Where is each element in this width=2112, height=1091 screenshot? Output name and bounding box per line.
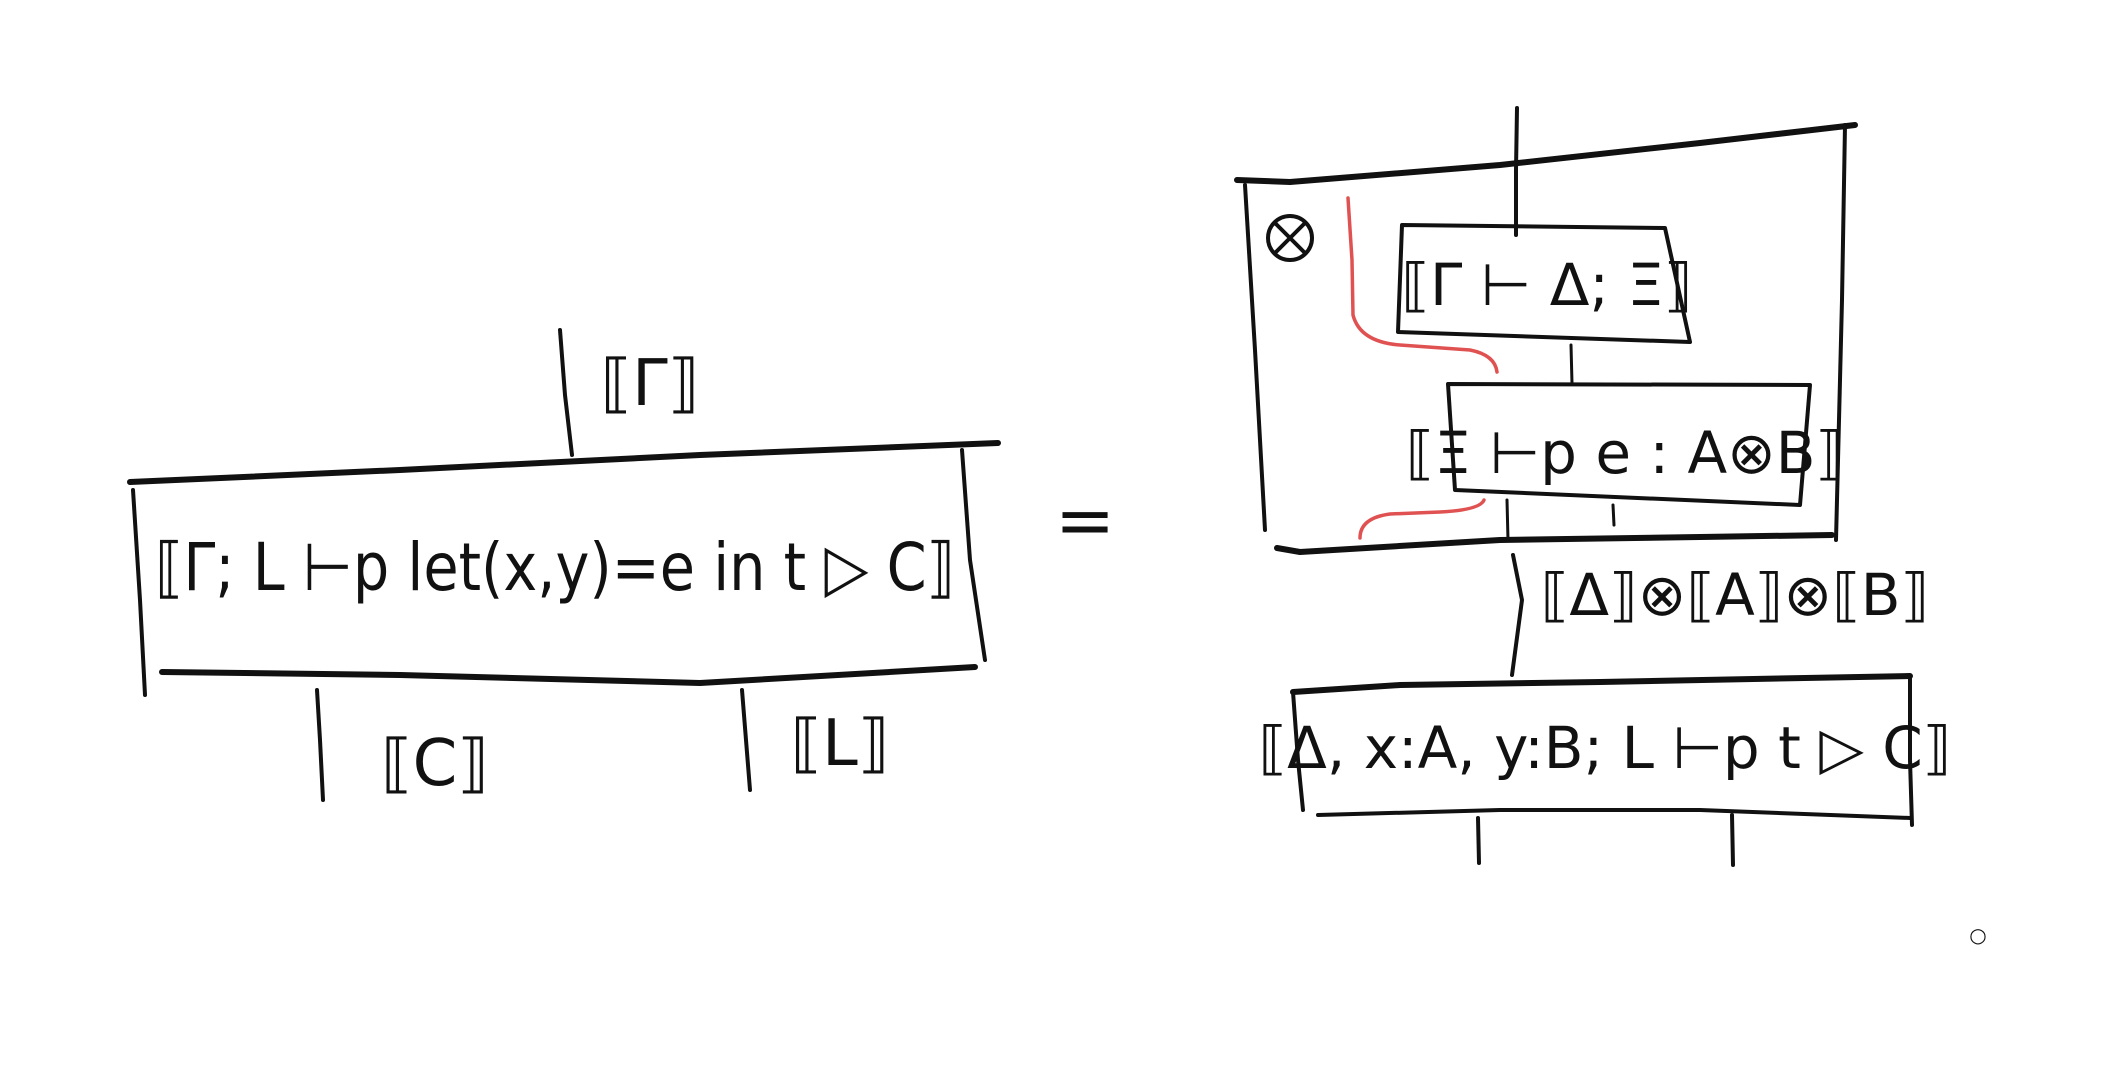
box3-right (1908, 674, 1914, 827)
cursor-marker: ○ (1969, 923, 1986, 947)
wire-box2-down-left (1505, 498, 1510, 542)
left-output-wire-l (740, 688, 752, 792)
box3-bottom (1316, 808, 1912, 820)
left-box-left (131, 488, 147, 697)
tensor-box-right (1834, 123, 1847, 542)
right-diagram: ⟦Γ ⊢ Δ; Ξ⟧ ⟦Ξ ⊢p e : A⊗B⟧ ⟦Δ⟧⊗⟦A⟧⊗⟦B⟧ ⟦Δ… (1234, 106, 1952, 867)
left-box-label: ⟦Γ; L ⊢p let(x,y)=e in t ▷ C⟧ (155, 529, 955, 606)
box1-outline (1396, 223, 1692, 344)
wire-box1-box2 (1569, 343, 1574, 385)
tensor-box-bottom (1274, 532, 1835, 555)
right-input-wire (1514, 106, 1519, 237)
highlighted-wire (1346, 196, 1499, 374)
box1-label: ⟦Γ ⊢ Δ; Ξ⟧ (1401, 251, 1692, 319)
left-diagram: ⟦Γ⟧ ⟦Γ; L ⊢p let(x,y)=e in t ▷ C⟧ ⟦C⟧ ⟦L… (127, 328, 1001, 802)
right-output-wire-left (1476, 816, 1481, 865)
tensor-symbol-cross (1273, 221, 1307, 255)
tensor-box-left (1243, 183, 1267, 532)
right-output-wire-right (1730, 813, 1735, 867)
wire-box2-down-right (1611, 503, 1616, 527)
tensor-symbol-circle (1266, 214, 1314, 262)
middle-wire (1510, 553, 1524, 677)
tensor-box-top (1234, 122, 1858, 185)
equals-sign: = (1055, 478, 1115, 562)
box3-label: ⟦Δ, x:A, y:B; L ⊢p t ▷ C⟧ (1258, 714, 1951, 782)
box3-top (1290, 673, 1913, 695)
left-input-wire (558, 328, 574, 457)
box2-outline (1446, 382, 1812, 507)
left-box-bottom (159, 664, 978, 686)
left-box-right (960, 448, 987, 662)
left-output-label-l: ⟦L⟧ (790, 707, 889, 781)
highlighted-wire-lower (1358, 498, 1486, 540)
middle-wire-label: ⟦Δ⟧⊗⟦A⟧⊗⟦B⟧ (1541, 561, 1930, 629)
left-output-label-c: ⟦C⟧ (381, 727, 489, 801)
left-input-label: ⟦Γ⟧ (600, 347, 699, 421)
left-output-wire-c (315, 688, 325, 802)
left-box-top (127, 440, 1001, 485)
box2-label: ⟦Ξ ⊢p e : A⊗B⟧ (1406, 419, 1844, 487)
box3-left (1291, 690, 1305, 812)
